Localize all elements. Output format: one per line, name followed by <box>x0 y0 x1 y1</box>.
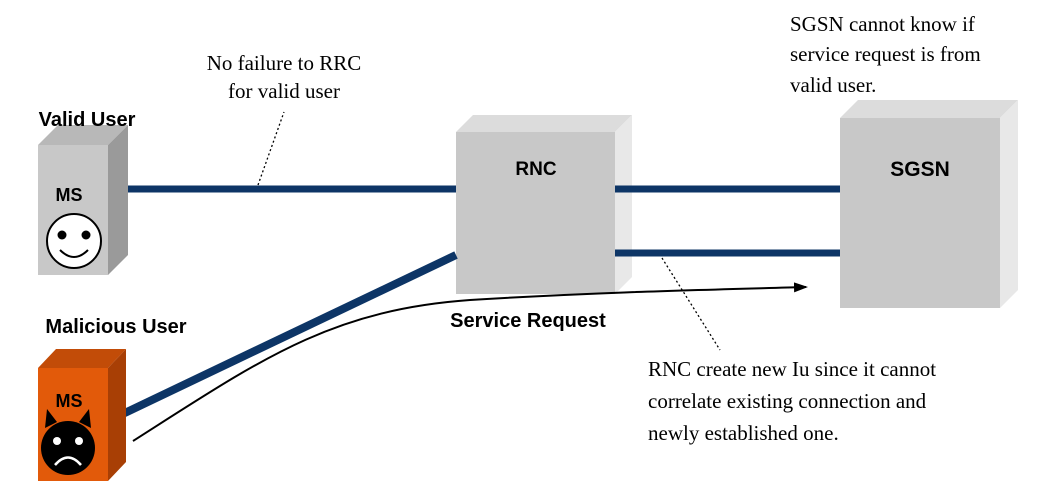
service-request-label: Service Request <box>450 310 606 332</box>
rnc-note: RNC create new Iu since it cannot correl… <box>648 357 936 445</box>
sgsn-note: SGSN cannot know if service request is f… <box>790 12 981 97</box>
malicious-user-label: Malicious User <box>45 316 186 338</box>
sgsn-note-line-2: service request is from <box>790 42 981 66</box>
rnc-note-callout-line <box>661 257 721 351</box>
sgsn-note-line-3: valid user. <box>790 73 876 97</box>
no-failure-line-2: for valid user <box>228 79 340 103</box>
rnc-note-line-3: newly established one. <box>648 421 839 445</box>
no-failure-callout-line <box>257 111 285 186</box>
no-failure-line-1: No failure to RRC <box>207 51 362 75</box>
smiley-face-icon <box>46 213 102 269</box>
no-failure-annotation: No failure to RRC for valid user <box>207 51 362 103</box>
valid-ms-label: MS <box>56 185 83 205</box>
malicious-user-ms: MS <box>38 349 126 481</box>
sgsn-note-line-1: SGSN cannot know if <box>790 12 975 36</box>
rnc-node: RNC <box>456 115 632 294</box>
malicious-ms-label: MS <box>56 391 83 411</box>
rnc-note-line-2: correlate existing connection and <box>648 389 927 413</box>
devil-face-icon <box>41 409 95 475</box>
sgsn-node: SGSN <box>840 100 1018 308</box>
sgsn-label: SGSN <box>890 158 950 181</box>
rnc-label: RNC <box>515 159 556 180</box>
rnc-note-line-1: RNC create new Iu since it cannot <box>648 357 936 381</box>
valid-user-label: Valid User <box>39 109 136 131</box>
service-request-arrow <box>132 282 808 442</box>
malicious-user-to-rnc-link <box>108 251 458 424</box>
valid-user-ms: MS <box>38 125 128 275</box>
